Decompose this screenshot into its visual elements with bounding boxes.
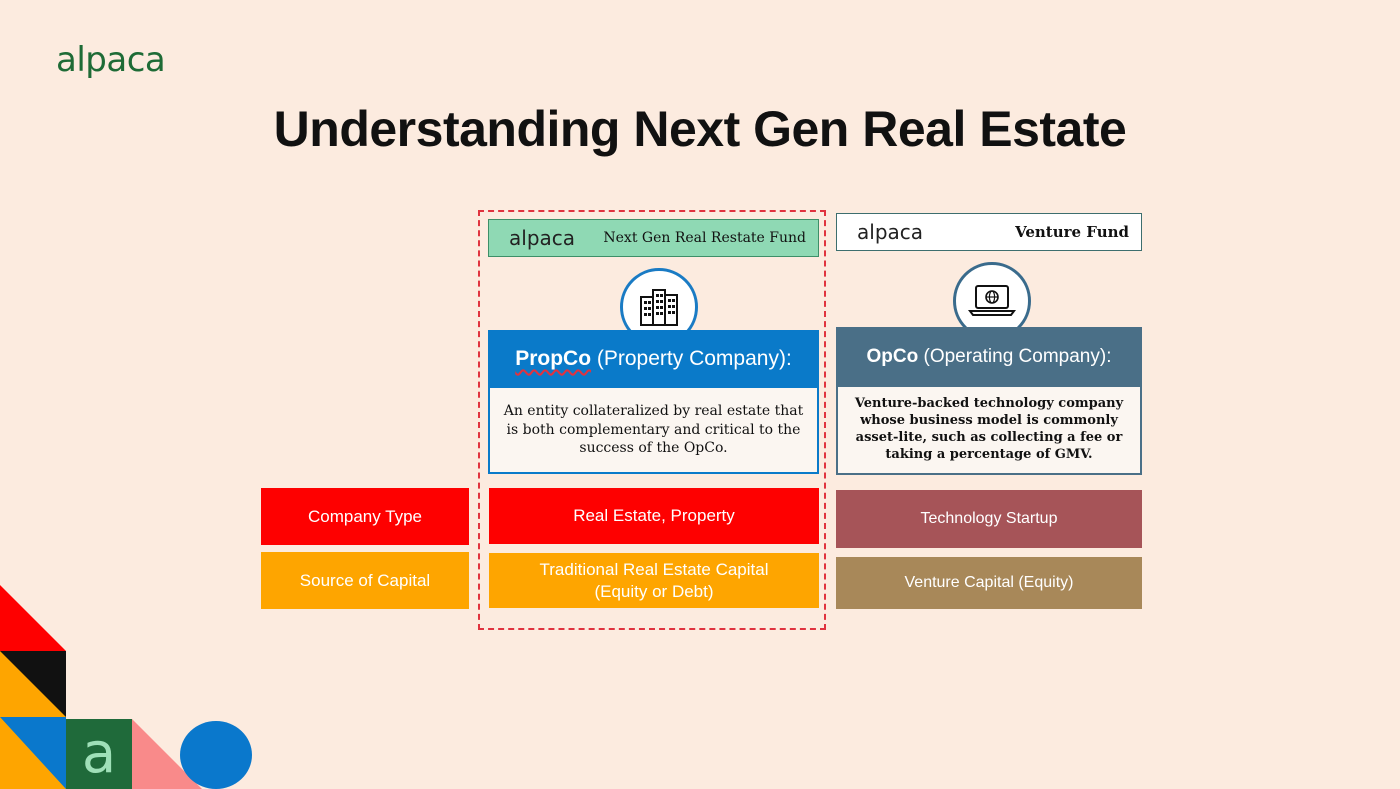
propco-source-of-capital: Traditional Real Estate Capital (Equity … xyxy=(489,553,819,608)
page-title: Understanding Next Gen Real Estate xyxy=(273,101,1127,157)
row-label-company-type: Company Type xyxy=(261,488,469,545)
opco-name: OpCo xyxy=(866,346,919,367)
opco-name-rest: (Operating Company): xyxy=(918,346,1112,367)
fund-name: Next Gen Real Restate Fund xyxy=(603,230,806,246)
propco-name-rest: (Property Company): xyxy=(591,347,792,370)
alpaca-logo: alpaca xyxy=(857,220,924,244)
propco-capital-line2: (Equity or Debt) xyxy=(594,581,714,601)
orange-corner-triangle-shape xyxy=(0,717,66,789)
opco-heading: OpCo (Operating Company): xyxy=(836,327,1142,387)
opco-source-of-capital: Venture Capital (Equity) xyxy=(836,557,1142,609)
alpaca-logo: alpaca xyxy=(56,40,166,80)
next-gen-fund-banner: alpaca Next Gen Real Restate Fund xyxy=(488,219,819,257)
red-triangle-shape xyxy=(0,585,66,651)
opco-description: Venture-backed technology company whose … xyxy=(836,387,1142,475)
row-label-source-of-capital: Source of Capital xyxy=(261,552,469,609)
opco-company-type: Technology Startup xyxy=(836,490,1142,548)
fund-name: Venture Fund xyxy=(1015,223,1129,241)
alpaca-logo: alpaca xyxy=(509,226,576,250)
alpaca-mark-logo: a xyxy=(66,719,132,789)
propco-highlight-frame xyxy=(478,210,826,630)
propco-heading: PropCo (Property Company): xyxy=(488,330,819,388)
propco-company-type: Real Estate, Property xyxy=(489,488,819,544)
blue-circle-shape xyxy=(180,721,252,789)
propco-description: An entity collateralized by real estate … xyxy=(488,388,819,474)
venture-fund-banner: alpaca Venture Fund xyxy=(836,213,1142,251)
corner-decoration xyxy=(0,585,260,789)
propco-capital-line1: Traditional Real Estate Capital xyxy=(539,560,769,580)
orange-triangle-shape xyxy=(0,651,66,717)
propco-name: PropCo xyxy=(515,347,592,370)
